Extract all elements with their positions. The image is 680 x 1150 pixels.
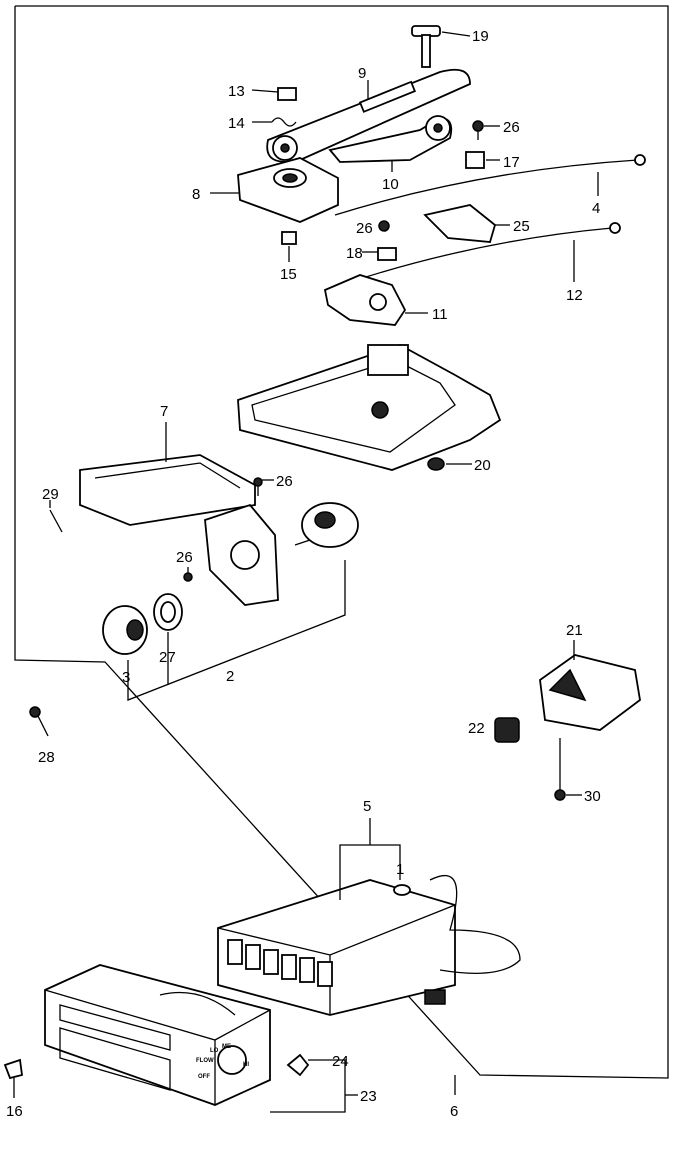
- panel-label-me: ME: [222, 1044, 231, 1050]
- callout-12: 12: [566, 287, 583, 304]
- part-24-bulb: 24 23: [270, 1053, 377, 1113]
- callout-30: 30: [584, 788, 601, 805]
- callout-6: 6: [450, 1103, 458, 1120]
- panel-label-lo: LO: [210, 1048, 219, 1054]
- part-19-knob-lever: 19: [411, 25, 489, 68]
- part-26-screw: 26: [472, 119, 520, 140]
- callout-24: 24: [332, 1053, 349, 1070]
- part-29-screw: 29: [42, 486, 63, 533]
- part-17-clip: 17: [465, 151, 520, 171]
- part-26-screw: 26: [176, 549, 193, 582]
- part-25-bracket: 25: [423, 204, 530, 243]
- callout-20: 20: [474, 457, 491, 474]
- callout-9: 9: [358, 65, 366, 82]
- callout-27: 27: [159, 649, 176, 666]
- control-bracket-plate: [204, 503, 279, 606]
- part-13-clip: 13: [228, 83, 297, 101]
- push-buttons: [227, 939, 333, 987]
- part-26-screw: 26: [253, 473, 293, 496]
- part-6-callout: 6: [450, 1075, 458, 1120]
- part-21-vent-bracket: 21: [539, 622, 641, 731]
- callout-18: 18: [346, 245, 363, 262]
- part-12-control-cable: 12: [349, 222, 621, 304]
- callout-28: 28: [38, 749, 55, 766]
- part-18-clip: 18: [346, 245, 397, 262]
- part-7-vent-housing: 7: [79, 403, 256, 526]
- part-30-screw: 30: [554, 738, 601, 805]
- callout-10: 10: [382, 176, 399, 193]
- callout-16: 16: [6, 1103, 23, 1120]
- callout-5: 5: [363, 798, 371, 815]
- fan-switch: [294, 502, 359, 548]
- part-23-control-panel: LO ME: [44, 964, 271, 1106]
- callout-29: 29: [42, 486, 59, 503]
- part-2-group-bracket: 3 27 2: [122, 560, 346, 701]
- callout-14: 14: [228, 115, 245, 132]
- callout-22: 22: [468, 720, 485, 737]
- part-16-knob: 16: [3, 1058, 23, 1120]
- part-3-knob: [102, 605, 148, 655]
- callout-26: 26: [276, 473, 293, 490]
- callout-23: 23: [360, 1088, 377, 1105]
- part-9-lever-arm: 9: [266, 65, 471, 163]
- part-26-screw: 26: [356, 220, 390, 237]
- callout-8: 8: [192, 186, 200, 203]
- part-15-clip: 15: [280, 231, 297, 283]
- callout-13: 13: [228, 83, 245, 100]
- callout-1: 1: [396, 861, 404, 878]
- callout-17: 17: [503, 154, 520, 171]
- callout-4: 4: [592, 200, 600, 217]
- callout-21: 21: [566, 622, 583, 639]
- part-27-nut: [153, 593, 183, 631]
- callout-3: 3: [122, 669, 130, 686]
- callout-19: 19: [472, 28, 489, 45]
- part-11-cam: 11: [323, 274, 448, 326]
- part-8-base-plate: 8: [192, 157, 339, 223]
- callout-26: 26: [356, 220, 373, 237]
- callout-25: 25: [513, 218, 530, 235]
- control-frame: [237, 344, 502, 471]
- panel-label-off: OFF: [198, 1074, 210, 1080]
- assembly-boundary: [14, 5, 669, 1079]
- callout-11: 11: [432, 306, 448, 323]
- callout-2: 2: [226, 668, 234, 685]
- callout-26: 26: [503, 119, 520, 136]
- part-20-clip: 20: [427, 457, 491, 474]
- part-4-control-cable: 4: [334, 154, 646, 217]
- callout-15: 15: [280, 266, 297, 283]
- panel-label-flow: FLOW: [196, 1058, 214, 1064]
- part-10-lever: 10: [328, 115, 453, 193]
- callout-7: 7: [160, 403, 168, 420]
- part-22-gear: 22: [468, 717, 520, 743]
- part-14-spring: 14: [228, 115, 297, 132]
- part-5-control-unit: 5 1: [217, 798, 521, 1016]
- part-28-screw: 28: [29, 706, 55, 766]
- callout-26: 26: [176, 549, 193, 566]
- panel-label-hi: HI: [243, 1062, 249, 1068]
